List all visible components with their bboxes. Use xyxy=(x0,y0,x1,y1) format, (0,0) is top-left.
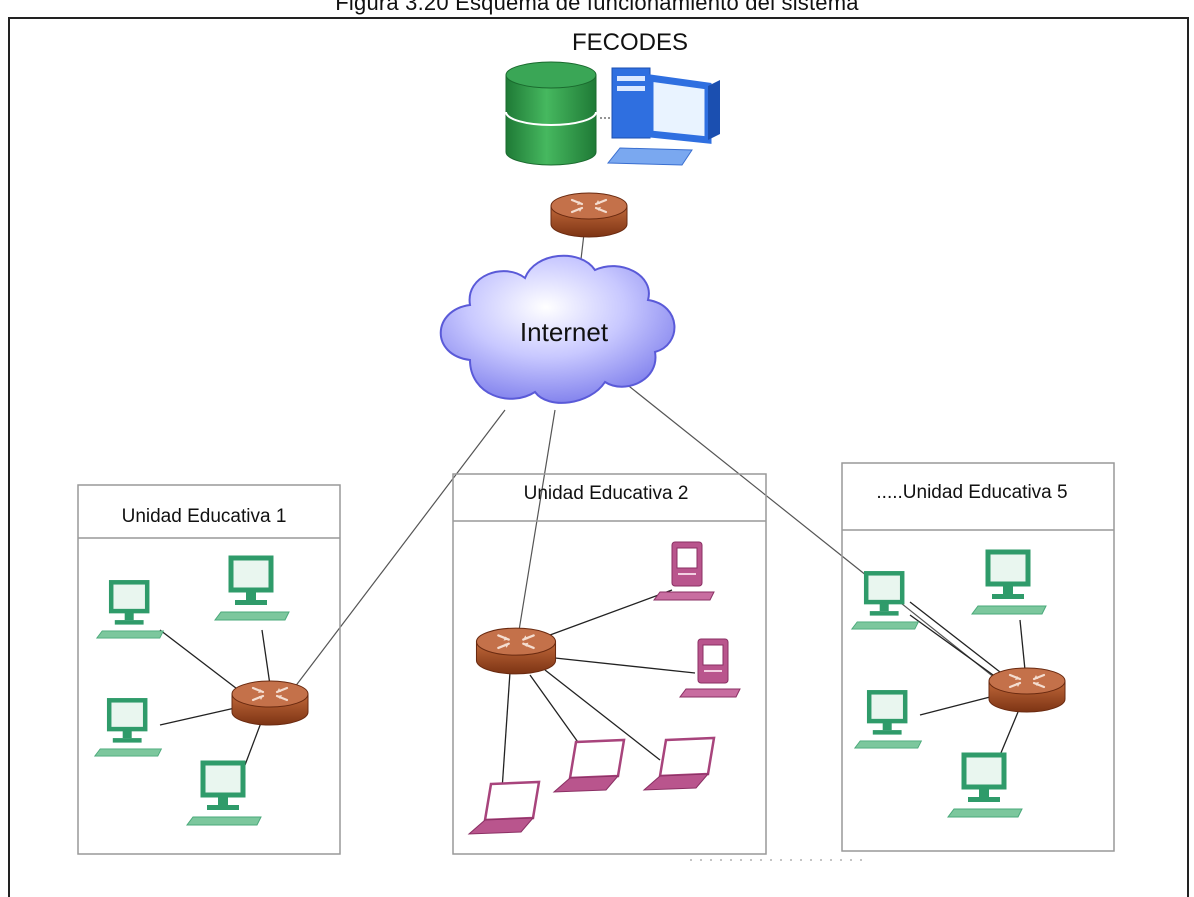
cloud-label: Internet xyxy=(520,317,609,347)
keyboard-icon xyxy=(606,147,693,166)
unit-box-2: Unidad Educativa 2 xyxy=(452,473,767,855)
unit-5-label: .....Unidad Educativa 5 xyxy=(876,482,1067,503)
laptop-icon xyxy=(552,738,626,794)
workstation-icon xyxy=(97,582,164,638)
workstation-icon xyxy=(948,755,1022,817)
connection-lines xyxy=(284,117,1011,701)
unit-1-links xyxy=(159,629,271,766)
server-tower-icon xyxy=(611,67,651,139)
unit-box-1: Unidad Educativa 1 xyxy=(77,484,341,855)
workstation-icon xyxy=(187,763,261,825)
unit-5-links xyxy=(909,601,1026,761)
figure-caption: Figura 3.20 Esquema de funcionamiento de… xyxy=(335,0,859,15)
laptop-icon xyxy=(642,736,716,792)
workstation-icon xyxy=(972,552,1046,614)
router-icon xyxy=(475,626,557,676)
router-icon xyxy=(987,666,1067,714)
workstation-icon xyxy=(852,573,919,629)
database-icon xyxy=(505,61,597,166)
unit-2-label: Unidad Educativa 2 xyxy=(524,483,689,504)
workstation-icon xyxy=(95,700,162,756)
server-label: FECODES xyxy=(572,29,688,56)
unit-1-label: Unidad Educativa 1 xyxy=(122,506,287,527)
workstation-icon xyxy=(215,558,289,620)
diagram-frame xyxy=(8,17,1189,897)
unit-box-5: .....Unidad Educativa 5 xyxy=(841,462,1115,852)
tower-pc-icon xyxy=(678,637,742,699)
workstation-icon xyxy=(855,692,922,748)
router-icon xyxy=(230,679,310,727)
tower-pc-icon xyxy=(653,541,715,601)
monitor-icon xyxy=(646,73,720,144)
router-icon xyxy=(549,191,629,239)
laptop-icon xyxy=(467,780,541,836)
cloud-icon xyxy=(439,254,676,404)
unit-2-links xyxy=(501,589,696,791)
